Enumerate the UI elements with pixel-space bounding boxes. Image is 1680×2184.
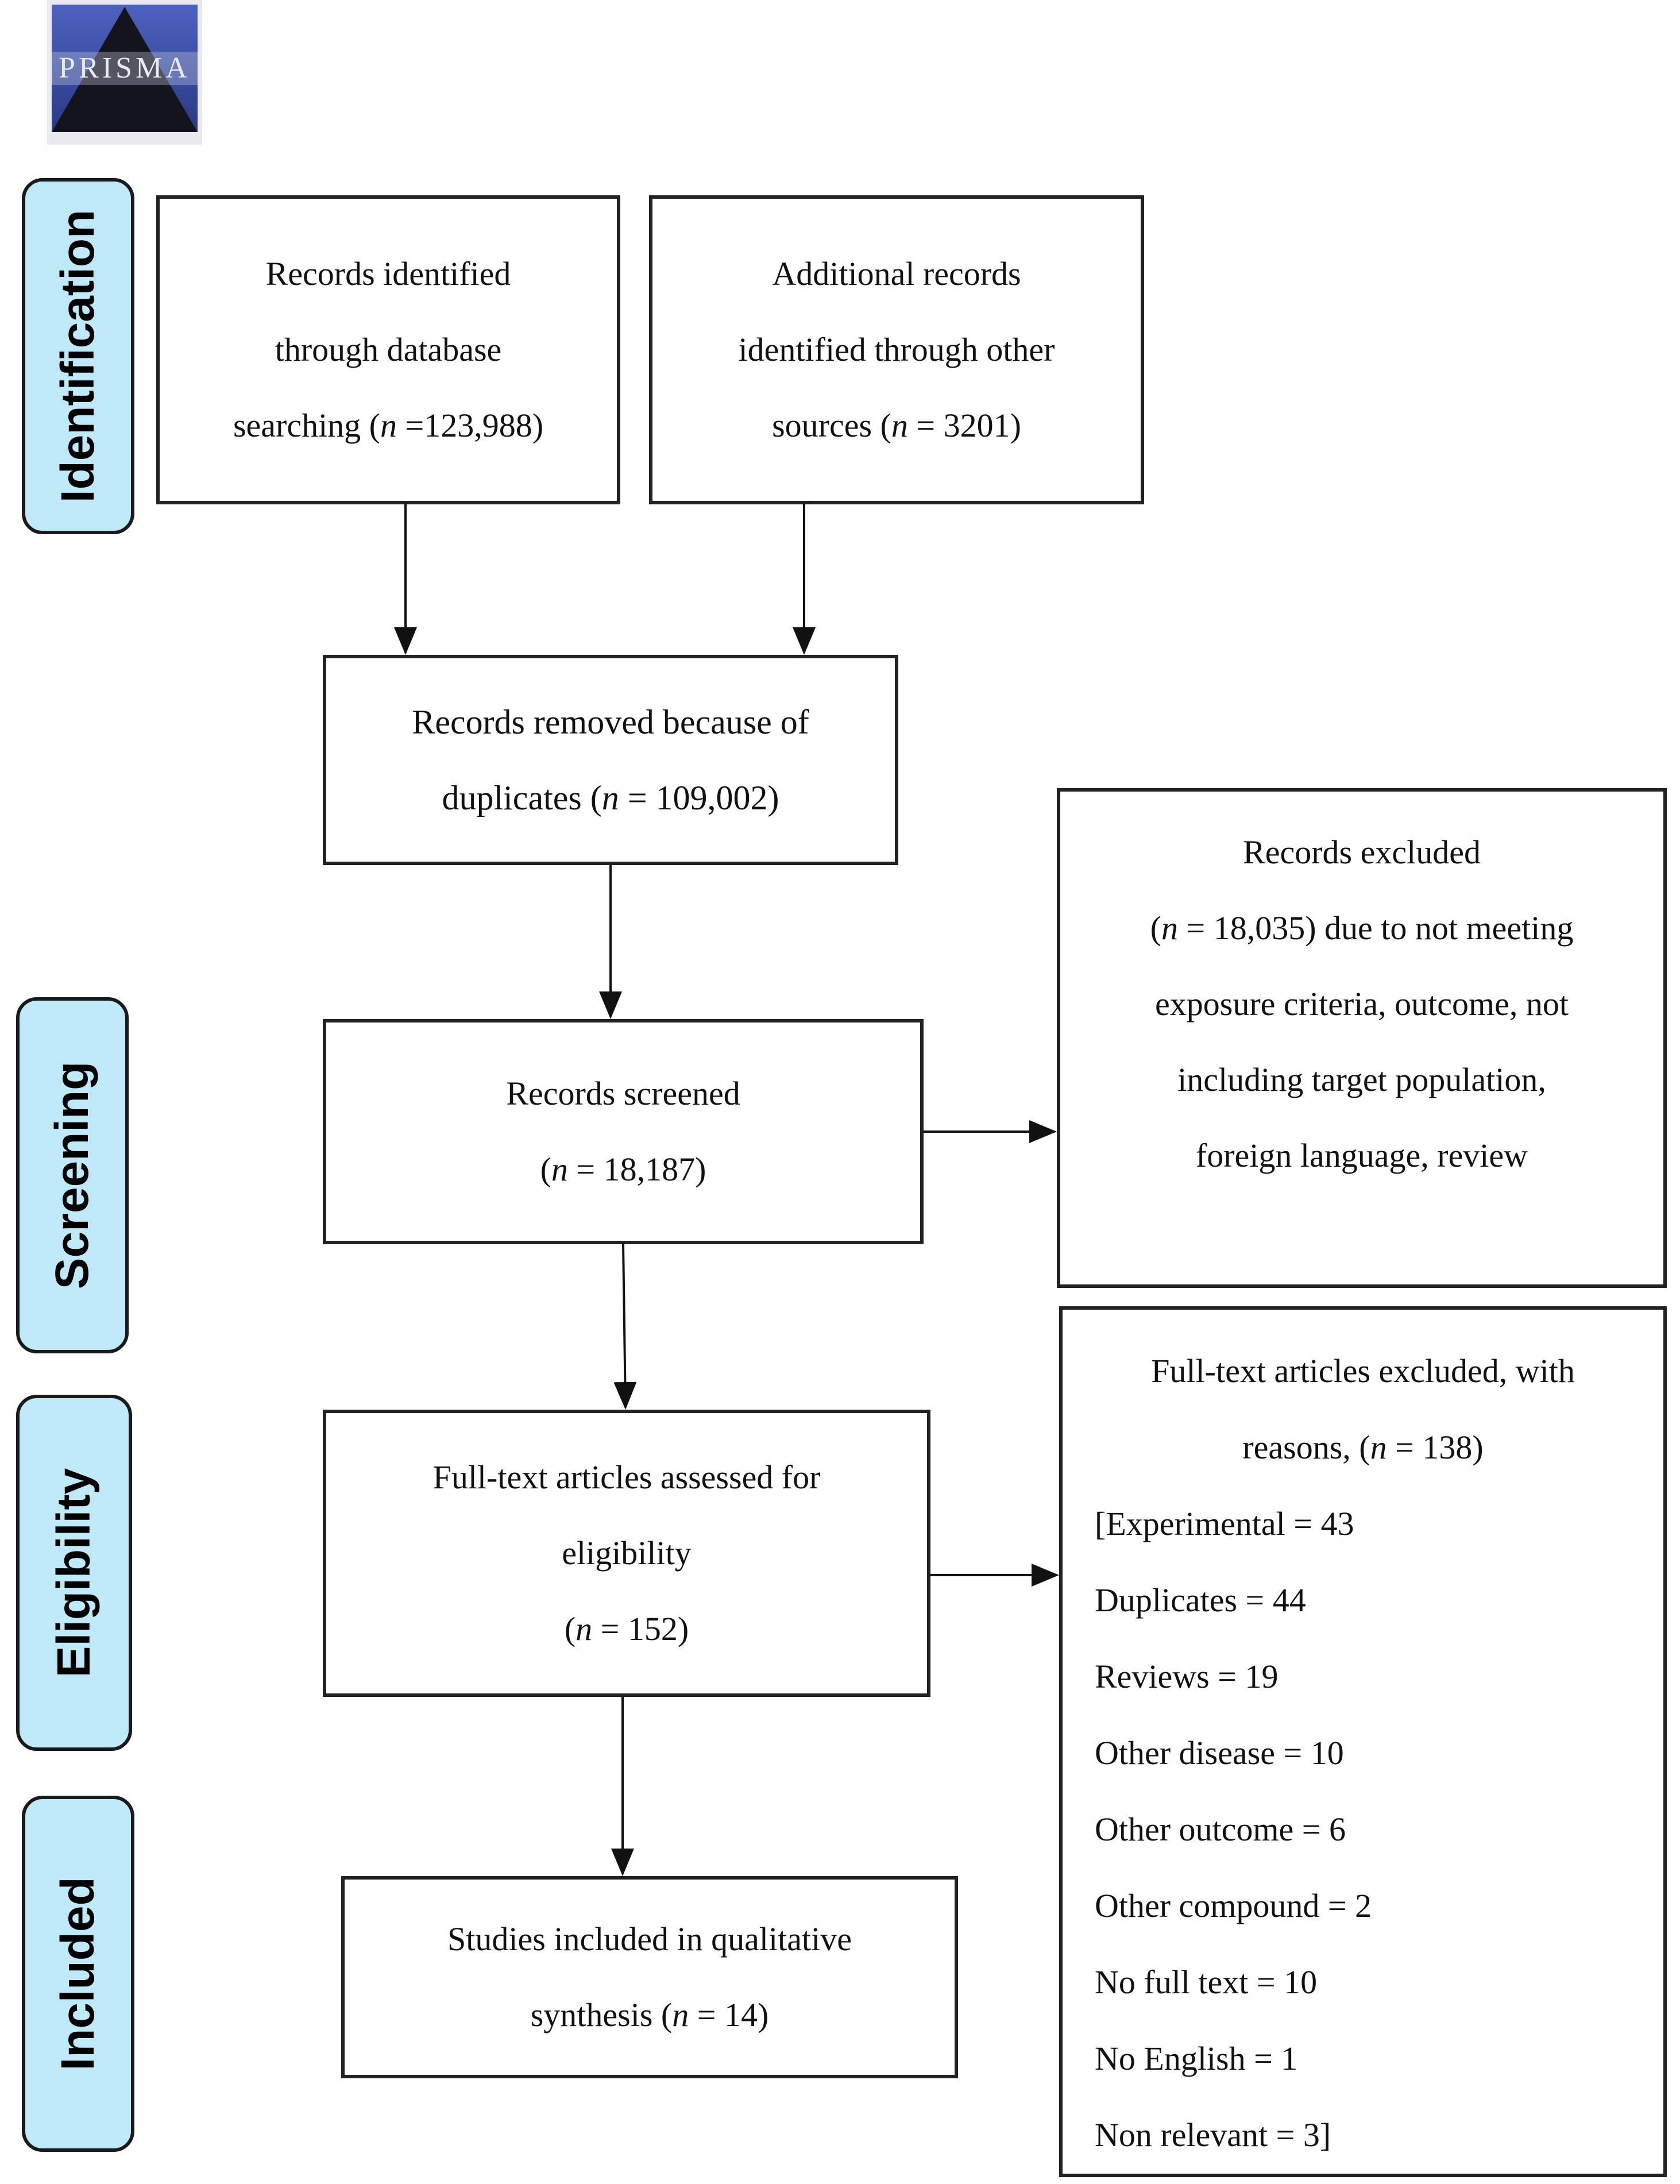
included-count: synthesis (n = 14) — [530, 1996, 769, 2033]
arrow-screened-to-assessed — [613, 1244, 637, 1410]
included-line1: Studies included in qualitative — [447, 1920, 852, 1958]
exclusion-reason: Other outcome = 6 — [1095, 1811, 1346, 1848]
records-excluded-count: (n = 18,035) due to not meeting — [1150, 909, 1574, 947]
other-sources-line1: Additional records — [772, 255, 1021, 292]
full-text-excluded-line1: Full-text articles excluded, with — [1151, 1352, 1575, 1390]
screened-line1: Records screened — [506, 1075, 740, 1112]
records-excluded-box: Records excluded (n = 18,035) due to not… — [1057, 788, 1667, 1288]
duplicates-line1: Records removed because of — [412, 703, 809, 741]
other-sources-box: Additional records identified through ot… — [649, 195, 1144, 504]
screened-box: Records screened (n = 18,187) — [323, 1019, 924, 1244]
exclusion-reason: [Experimental = 43 — [1095, 1505, 1354, 1542]
other-sources-count: sources (n = 3201) — [772, 407, 1021, 444]
full-text-assessed-line2: eligibility — [562, 1534, 692, 1572]
exclusion-reason: No English = 1 — [1095, 2040, 1298, 2077]
included-box: Studies included in qualitative synthesi… — [341, 1876, 958, 2078]
full-text-excluded-box: Full-text articles excluded, with reason… — [1059, 1306, 1667, 2177]
exclusion-reason: Other disease = 10 — [1095, 1734, 1344, 1772]
exclusion-reason: Duplicates = 44 — [1095, 1581, 1306, 1619]
records-excluded-line4: including target population, — [1177, 1061, 1546, 1098]
stage-included: Included — [22, 1796, 134, 2152]
stage-eligibility: Eligibility — [16, 1395, 132, 1751]
full-text-assessed-box: Full-text articles assessed for eligibil… — [323, 1410, 930, 1697]
duplicates-box: Records removed because of duplicates (n… — [323, 655, 898, 865]
logo-text: PRISMA — [59, 52, 191, 84]
prisma-logo: PRISMA — [47, 0, 202, 145]
exclusion-reason: Reviews = 19 — [1095, 1658, 1279, 1695]
other-sources-line2: identified through other — [738, 331, 1055, 368]
database-search-box: Records identified through database sear… — [156, 195, 620, 504]
exclusion-reason: Non relevant = 3] — [1095, 2116, 1331, 2154]
records-excluded-line3: exposure criteria, outcome, not — [1155, 985, 1569, 1022]
exclusion-reason: Other compound = 2 — [1095, 1887, 1372, 1924]
full-text-assessed-line1: Full-text articles assessed for — [432, 1458, 821, 1496]
records-excluded-line1: Records excluded — [1243, 834, 1481, 871]
database-search-count: searching (n =123,988) — [233, 407, 544, 444]
full-text-excluded-count: reasons, (n = 138) — [1242, 1429, 1484, 1466]
stage-screening: Screening — [16, 997, 129, 1353]
full-text-assessed-count: (n = 152) — [564, 1610, 689, 1647]
screened-count: (n = 18,187) — [540, 1151, 706, 1188]
records-excluded-line5: foreign language, review — [1195, 1137, 1528, 1174]
database-search-line2: through database — [275, 331, 502, 368]
duplicates-count: duplicates (n = 109,002) — [442, 779, 779, 817]
stage-identification: Identification — [22, 178, 134, 534]
exclusion-reason: No full text = 10 — [1095, 1963, 1318, 2001]
database-search-line1: Records identified — [265, 255, 511, 292]
